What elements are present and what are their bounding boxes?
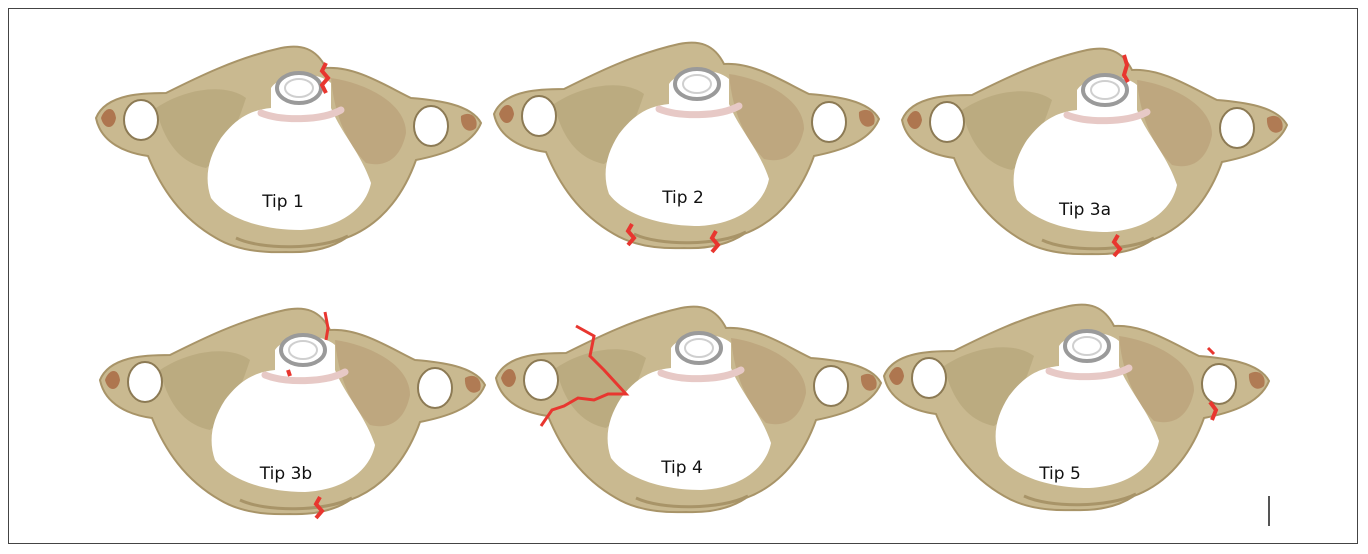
- panel-label: Tip 1: [213, 192, 353, 212]
- fracture-line: [288, 370, 290, 376]
- fracture-line: [1208, 348, 1214, 354]
- vertebra-tip-3a: [892, 40, 1292, 270]
- vertebra-tip-1: [86, 38, 486, 268]
- panel-label: Tip 3a: [1015, 200, 1155, 220]
- fracture-line: [1124, 55, 1128, 82]
- vertebra-tip-3b: [90, 300, 490, 530]
- vertebra-tip-2: [484, 34, 884, 264]
- vertebra-tip-4: [486, 298, 886, 528]
- panel-label: Tip 3b: [216, 464, 356, 484]
- vertebra-tip-5: [874, 296, 1274, 526]
- panel-label: Tip 5: [990, 464, 1130, 484]
- panel-label: Tip 4: [612, 458, 752, 478]
- scale-mark: [1268, 496, 1270, 526]
- panel-label: Tip 2: [613, 188, 753, 208]
